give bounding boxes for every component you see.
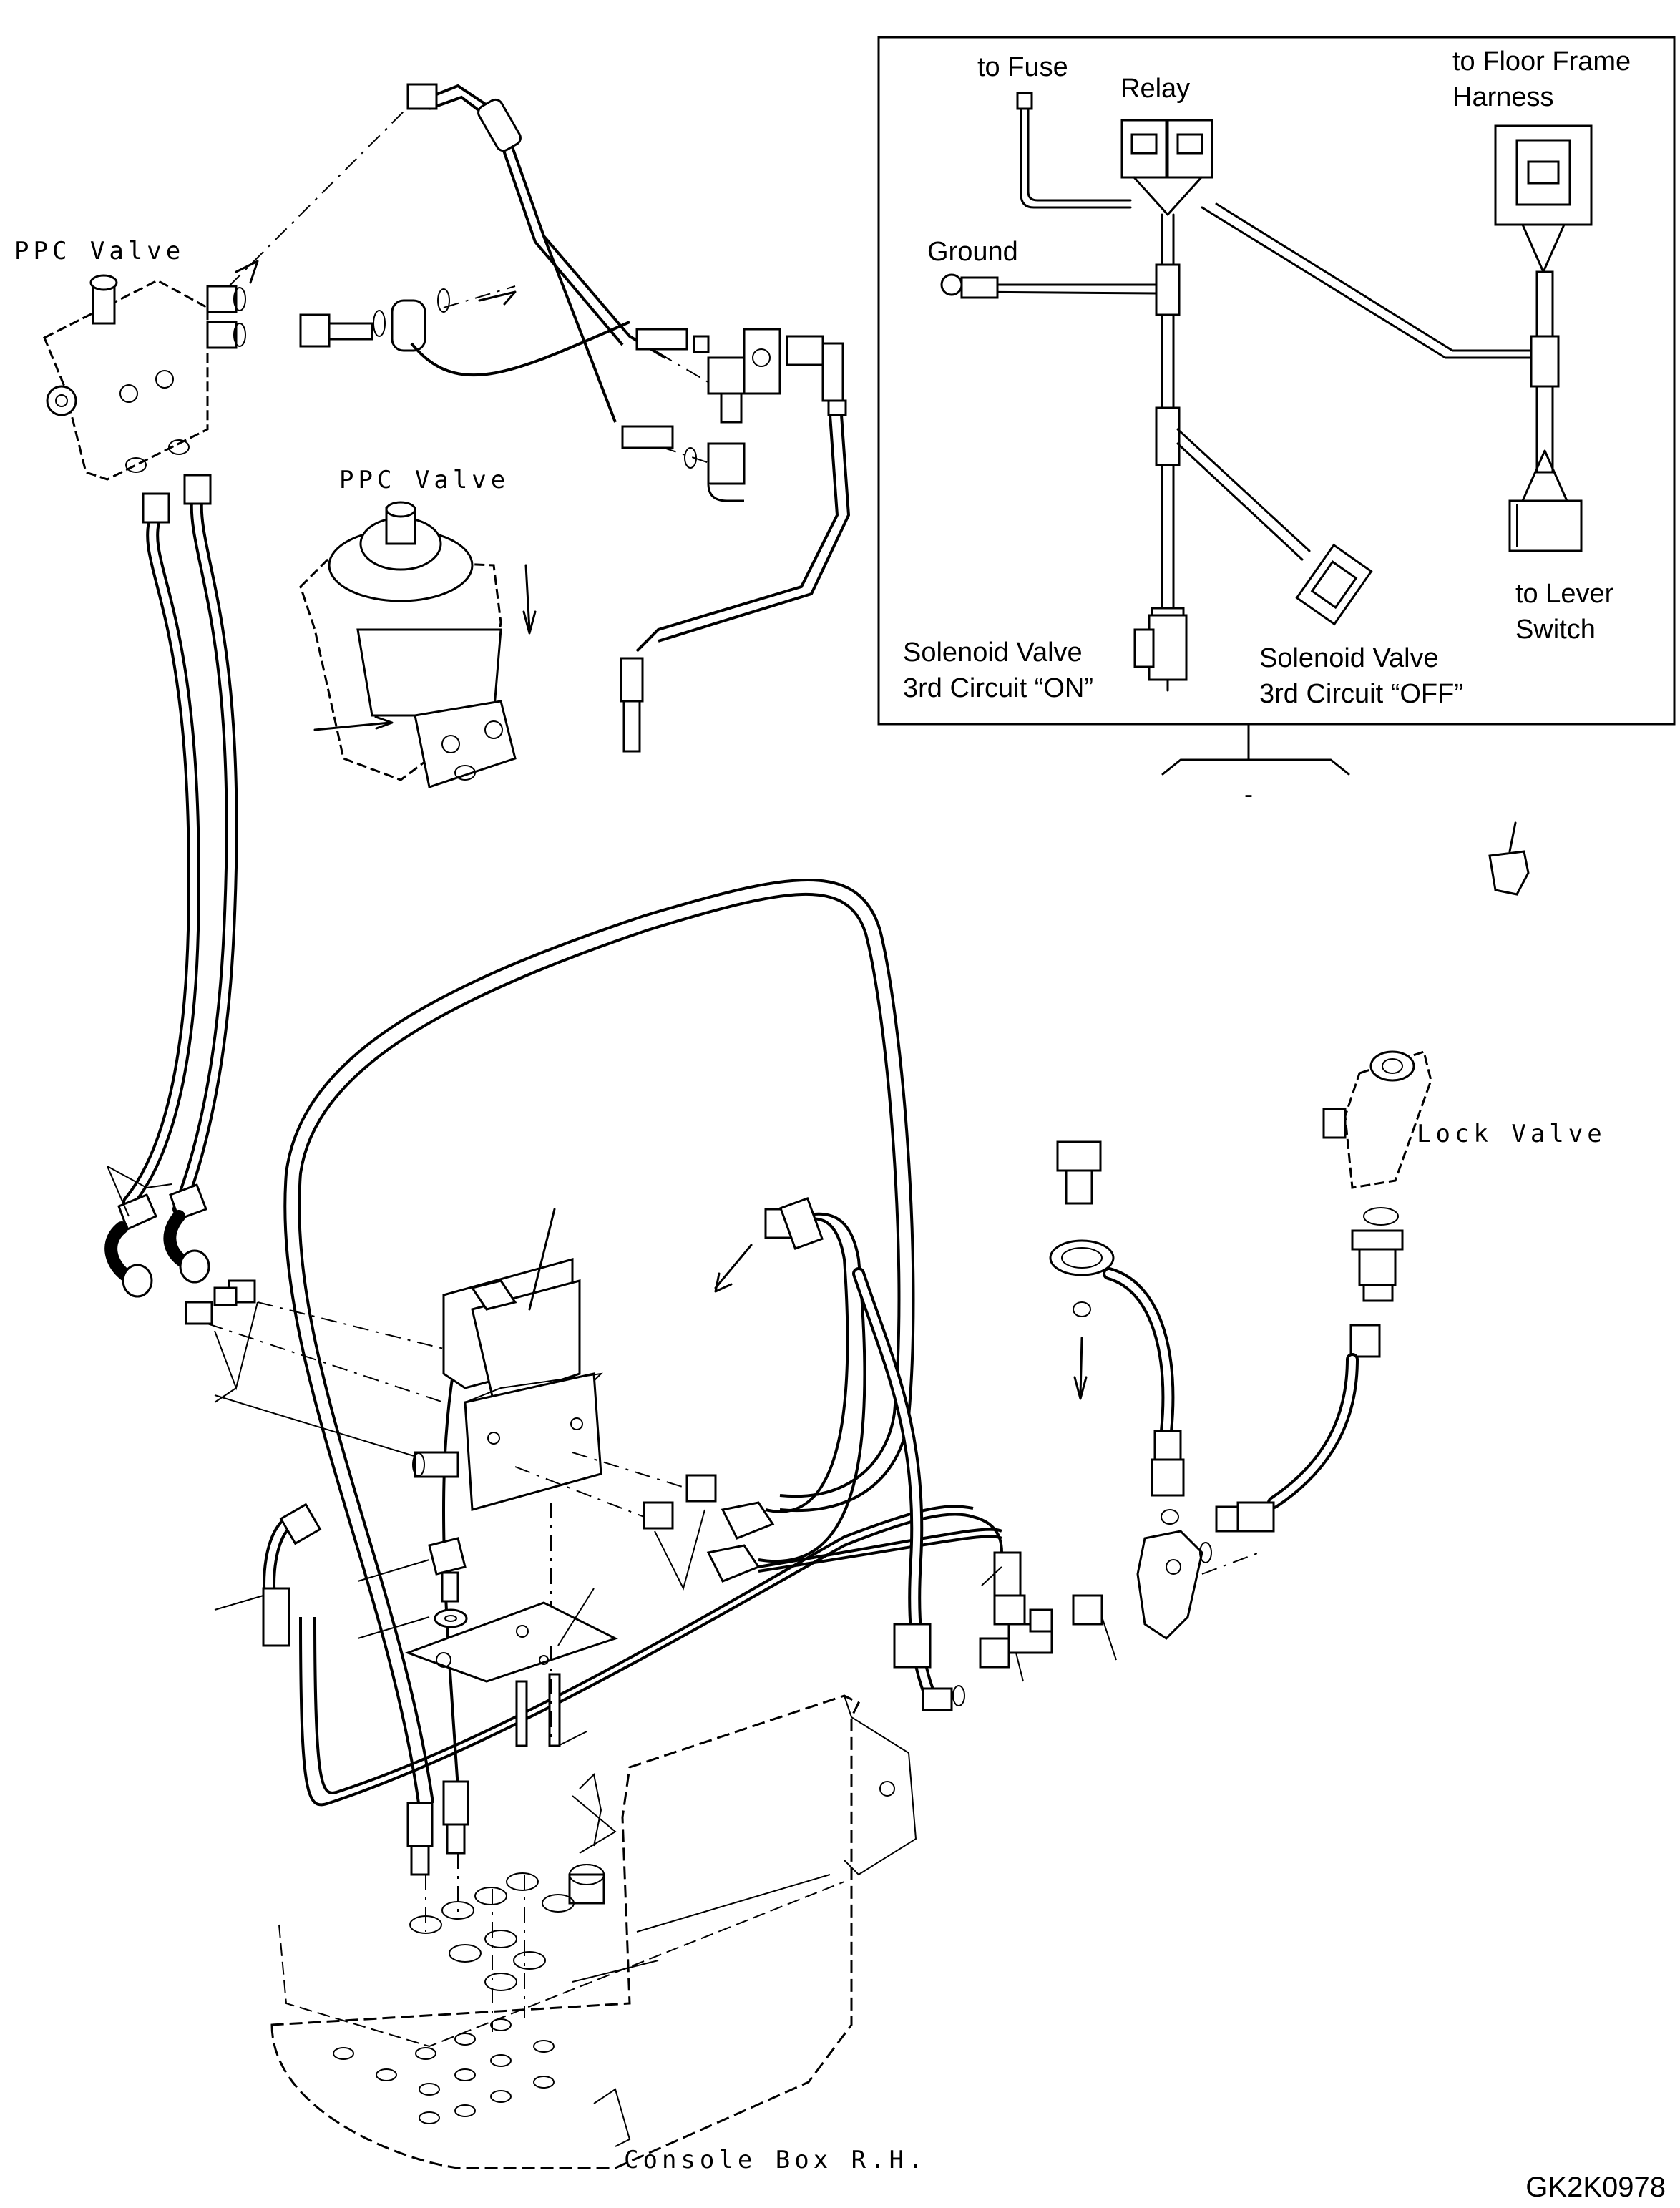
inset-stand: [1161, 723, 1350, 776]
fuse-lead: [1016, 92, 1132, 209]
solenoid-on-label: Solenoid Valve: [903, 638, 1083, 668]
left-hoses: [104, 474, 238, 1298]
left-elbow-fitting: [214, 1503, 322, 1647]
banjo-fitting-upper: [299, 288, 517, 352]
ppc-valve-lower: [299, 501, 537, 788]
grommet-holes: [333, 1872, 575, 2124]
solenoid-outlet-hoses: [706, 1197, 1002, 1583]
console-box: [270, 1694, 917, 2169]
drawing-code: GK2K0978: [1525, 2172, 1666, 2203]
upper-centerlines: [228, 99, 716, 466]
wiring-inset: -: [877, 36, 1676, 809]
lever-switch-label-line2: Switch: [1515, 615, 1596, 645]
lock-valve-assembly: [979, 1050, 1432, 1682]
ground-label: Ground: [927, 237, 1018, 267]
solenoid-off-label: Solenoid Valve: [1259, 643, 1439, 673]
solenoid-on-connector: [1133, 614, 1188, 692]
solenoid-on-label-line2: 3rd Circuit “ON”: [903, 673, 1093, 703]
inset-tag: -: [1244, 779, 1253, 809]
to-fuse-label: to Fuse: [977, 52, 1068, 82]
solenoid-off-branch: [1176, 428, 1373, 626]
console-box-label: Console Box R.H.: [624, 2146, 927, 2174]
ppc-valve-upper-label: PPC Valve: [14, 237, 185, 265]
floor-frame-label: to Floor Frame: [1452, 47, 1631, 77]
ppc-valve-upper: [43, 274, 246, 481]
ground-lead: [940, 273, 1158, 299]
relay-connector: [1120, 119, 1213, 216]
ppc-valve-lower-label: PPC Valve: [339, 466, 509, 494]
ppc-upper-fittings: [206, 285, 246, 349]
inset-frame: [877, 36, 1676, 726]
lever-switch-label: to Lever: [1515, 579, 1614, 609]
mounting-plate: [357, 1537, 618, 1747]
nipple-fittings-left: [185, 1279, 487, 1460]
harness-trunk: [1151, 213, 1185, 624]
right-down-hose: [852, 1267, 965, 1711]
solenoid-off-label-line2: 3rd Circuit “OFF”: [1259, 679, 1463, 709]
relay-label: Relay: [1120, 74, 1190, 104]
upper-return-hose: [406, 83, 667, 377]
solenoid-valve: [412, 1208, 717, 1646]
tee-fitting-upper: [620, 328, 851, 753]
lock-valve-label: Lock Valve: [1417, 1120, 1606, 1148]
fuse-part: [1488, 821, 1530, 896]
floor-frame-label-line2: Harness: [1452, 82, 1554, 112]
loop-hose: [283, 879, 915, 1804]
elbow-fitting-upper: [542, 235, 746, 502]
floor-frame-branch: [1201, 124, 1593, 552]
